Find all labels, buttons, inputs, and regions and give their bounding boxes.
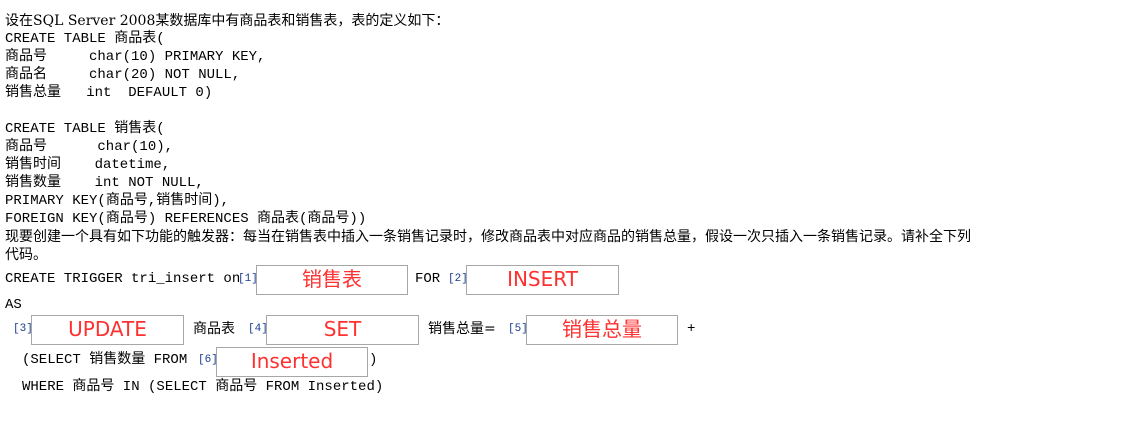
table1-header: CREATE TABLE 商品表(: [5, 31, 165, 47]
blank-number-6: [6]: [198, 354, 218, 366]
answer-field-3[interactable]: UPDATE: [31, 315, 184, 345]
create-trigger-text: CREATE TRIGGER tri_insert on: [5, 271, 241, 287]
answer-field-6[interactable]: Inserted: [216, 347, 368, 377]
answer-field-4[interactable]: SET: [266, 315, 419, 345]
table2-header: CREATE TABLE 销售表(: [5, 121, 165, 137]
table2-row: 销售时间 datetime,: [5, 157, 171, 173]
where-clause-text: WHERE 商品号 IN (SELECT 商品号 FROM Inserted): [22, 379, 384, 395]
blank-number-2: [2]: [448, 273, 468, 285]
goods-table-text: 商品表: [193, 321, 235, 337]
table1-row: 商品号 char(10) PRIMARY KEY,: [5, 49, 266, 65]
question-text-continued: 代码。: [5, 247, 47, 263]
blank-number-1: [1]: [238, 273, 258, 285]
question-text: 现要创建一个具有如下功能的触发器：每当在销售表中插入一条销售记录时，修改商品表中…: [5, 229, 971, 245]
for-keyword: FOR: [415, 271, 441, 287]
blank-number-3: [3]: [13, 323, 33, 335]
close-paren: ): [369, 352, 378, 368]
as-keyword: AS: [5, 297, 22, 313]
plus-operator: +: [687, 321, 696, 337]
table2-row: PRIMARY KEY(商品号,销售时间),: [5, 193, 230, 209]
table1-row: 销售总量 int DEFAULT 0): [5, 85, 213, 101]
table2-row: 商品号 char(10),: [5, 139, 174, 155]
blank-number-4: [4]: [248, 323, 268, 335]
total-assignment-text: 销售总量=: [428, 321, 496, 337]
answer-field-5[interactable]: 销售总量: [526, 315, 678, 345]
table2-row: FOREIGN KEY(商品号) REFERENCES 商品表(商品号)): [5, 211, 367, 227]
blank-number-5: [5]: [508, 323, 528, 335]
table2-row: 销售数量 int NOT NULL,: [5, 175, 204, 191]
table1-row: 商品名 char(20) NOT NULL,: [5, 67, 241, 83]
answer-field-1[interactable]: 销售表: [256, 265, 408, 295]
intro-text: 设在SQL Server 2008某数据库中有商品表和销售表，表的定义如下：: [5, 13, 450, 29]
answer-field-2[interactable]: INSERT: [466, 265, 619, 295]
select-subquery-text: (SELECT 销售数量 FROM: [22, 352, 188, 368]
